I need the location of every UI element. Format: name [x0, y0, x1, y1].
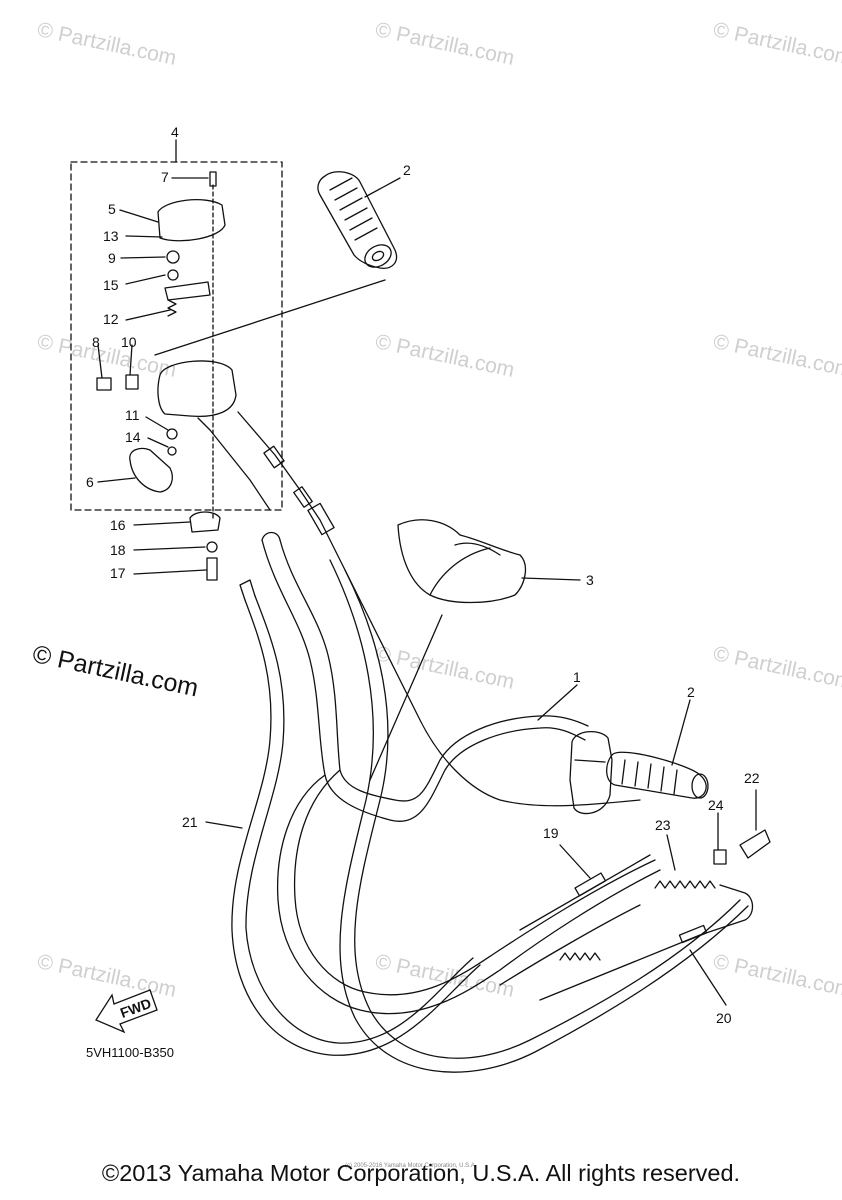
washer-18 — [206, 541, 218, 553]
callout-17: 17 — [110, 565, 126, 581]
washer-15 — [167, 269, 179, 281]
leader-line — [369, 614, 443, 781]
handlebar-grip-end — [261, 531, 281, 541]
cable-loop — [344, 569, 741, 1059]
leader-line — [97, 477, 136, 483]
part-code: 5VH1100-B350 — [86, 1045, 174, 1060]
switch-clamp — [189, 511, 221, 533]
callout-18: 18 — [110, 542, 126, 558]
washer-14 — [167, 446, 177, 456]
nut-10 — [125, 374, 139, 390]
grip-upper — [317, 171, 398, 269]
spring-23 — [654, 880, 716, 889]
switch-cover — [157, 199, 226, 242]
callout-9: 9 — [108, 250, 116, 266]
nut-9 — [166, 250, 180, 264]
leader-line — [133, 521, 191, 526]
switch-housing — [157, 360, 237, 418]
leader-line — [145, 416, 169, 431]
throttle-housing — [574, 759, 606, 763]
cable-connector — [307, 502, 335, 536]
leader-line — [364, 177, 401, 198]
callout-3: 3 — [586, 572, 594, 588]
cable-connector — [293, 486, 313, 508]
leader-line — [671, 699, 691, 766]
handlebar — [261, 539, 586, 823]
handlebar-bend — [276, 774, 661, 1015]
hand-guard — [397, 519, 527, 604]
leader-line — [120, 256, 166, 259]
leader-line — [521, 577, 581, 581]
cable-23-coil — [559, 952, 601, 961]
cable-20-adjuster — [678, 924, 708, 944]
callout-20: 20 — [716, 1010, 732, 1026]
part-22 — [739, 829, 771, 859]
leader-line — [125, 235, 163, 238]
leader-line — [205, 821, 243, 829]
callout-10: 10 — [121, 334, 137, 350]
small-credit: (c) 2005-2016 Yamaha Motor Corporation, … — [345, 1163, 477, 1169]
callout-7: 7 — [161, 169, 169, 185]
screw-7 — [209, 171, 217, 187]
callout-2: 2 — [687, 684, 695, 700]
leader-line — [97, 344, 103, 379]
leader-line — [133, 569, 207, 575]
part-24 — [713, 849, 727, 865]
callout-11: 11 — [125, 407, 140, 423]
leader-line — [666, 834, 676, 871]
callout-13: 13 — [103, 228, 119, 244]
callouts: 1 2 2 3 4 5 6 7 8 9 10 11 12 13 14 15 16… — [86, 124, 760, 1026]
cable-line — [197, 417, 271, 511]
copyright-notice: ©2013 Yamaha Motor Corporation, U.S.A. A… — [101, 1160, 741, 1186]
throttle-cable — [237, 411, 641, 807]
callout-1: 1 — [573, 669, 581, 685]
callout-2: 2 — [403, 162, 411, 178]
callout-21: 21 — [182, 814, 198, 830]
callout-12: 12 — [103, 311, 119, 327]
fwd-arrow: FWD — [95, 989, 158, 1034]
callout-4: 4 — [171, 124, 179, 140]
cable-21-end — [239, 579, 256, 601]
bolt-8 — [96, 377, 112, 391]
leader-line — [154, 279, 386, 356]
leader-line — [133, 546, 206, 551]
cable-loop — [329, 559, 749, 1073]
cable-19-adjuster — [574, 872, 607, 897]
callout-19: 19 — [543, 825, 559, 841]
callout-16: 16 — [110, 517, 126, 533]
callout-6: 6 — [86, 474, 94, 490]
assembly-box — [70, 161, 283, 511]
lever-6 — [129, 447, 173, 493]
callout-14: 14 — [125, 429, 141, 445]
leader-line — [119, 209, 159, 223]
leader-line — [689, 949, 727, 1006]
callout-22: 22 — [744, 770, 760, 786]
spring-12 — [167, 299, 177, 317]
callout-15: 15 — [103, 277, 119, 293]
leader-line — [559, 844, 591, 879]
bracket — [164, 281, 211, 301]
cable-21 — [231, 599, 481, 1056]
leader-line — [147, 437, 169, 448]
callout-5: 5 — [108, 201, 116, 217]
cable-connector — [263, 445, 285, 469]
bolt-17 — [206, 557, 218, 581]
grip-lower — [606, 751, 709, 799]
leader-line — [125, 309, 171, 321]
callout-24: 24 — [708, 797, 724, 813]
leader-line — [125, 274, 166, 285]
washer-11 — [166, 428, 178, 440]
throttle-housing — [569, 731, 613, 815]
leader-line — [537, 684, 578, 721]
callout-8: 8 — [92, 334, 100, 350]
cable-19-lower — [499, 904, 641, 986]
cable-21 — [245, 595, 474, 1044]
callout-23: 23 — [655, 817, 671, 833]
leader-line — [129, 344, 133, 376]
handlebar-bend — [293, 769, 656, 996]
handlebar — [279, 539, 589, 802]
cable-20 — [539, 884, 754, 1001]
